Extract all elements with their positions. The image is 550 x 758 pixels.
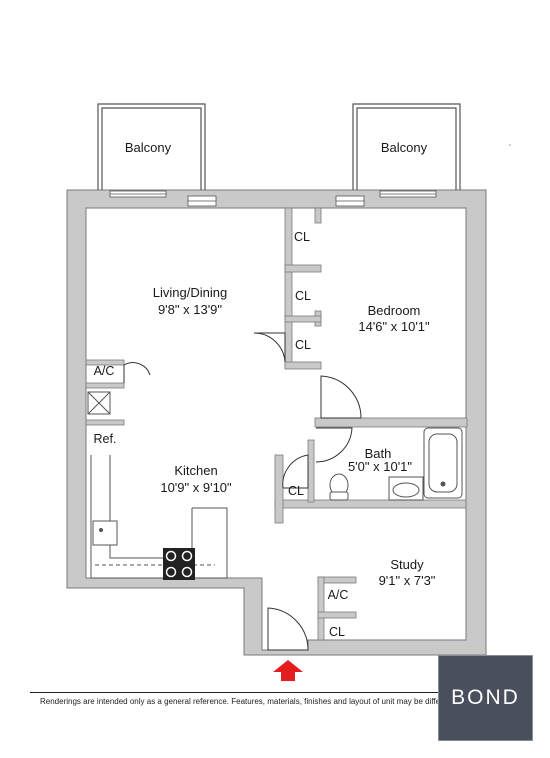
study-dims: 9'1" x 7'3" xyxy=(379,573,436,588)
vanity-sink-icon xyxy=(388,476,424,501)
disclaimer-text: Renderings are intended only as a genera… xyxy=(40,697,438,706)
bath-name: Bath xyxy=(365,446,392,461)
refrigerator-label: Ref. xyxy=(94,432,117,446)
entry-arrow-icon xyxy=(273,660,303,681)
dot-marker xyxy=(509,144,511,146)
kitchen-sink xyxy=(92,520,118,546)
living-room-name: Living/Dining xyxy=(153,285,227,300)
closet-label-1: CL xyxy=(294,230,310,244)
floor-plan: Balcony Balcony Living/Dining 9'8" x 13'… xyxy=(66,103,511,681)
balcony-left xyxy=(97,103,206,190)
windows xyxy=(109,190,437,207)
balcony-right xyxy=(352,103,461,190)
kitchen-name: Kitchen xyxy=(174,463,217,478)
ac-label-living: A/C xyxy=(94,364,115,378)
closet-label-study: CL xyxy=(329,625,345,639)
closet-label-bath: CL xyxy=(288,484,304,498)
study-name: Study xyxy=(390,557,424,572)
ac-label-study: A/C xyxy=(328,588,349,602)
balcony-left-label: Balcony xyxy=(125,140,172,155)
bond-logo[interactable]: BOND xyxy=(438,655,533,741)
stove-icon xyxy=(163,548,195,580)
logo-text: BOND xyxy=(451,686,520,709)
closet-label-2: CL xyxy=(295,289,311,303)
bedroom-name: Bedroom xyxy=(368,303,421,318)
kitchen-dims: 10'9" x 9'10" xyxy=(160,480,232,495)
sink-drain xyxy=(99,528,103,532)
interior-walls xyxy=(85,207,468,641)
toilet-icon xyxy=(329,473,349,501)
footer-divider xyxy=(30,692,516,693)
closet-label-3: CL xyxy=(295,338,311,352)
bedroom-dims: 14'6" x 10'1" xyxy=(358,319,430,334)
living-room-dims: 9'8" x 13'9" xyxy=(158,302,222,317)
duct-icon xyxy=(87,391,111,415)
doors xyxy=(123,332,362,651)
bathtub-icon xyxy=(423,427,463,499)
balcony-right-label: Balcony xyxy=(381,140,428,155)
bath-dims: 5'0" x 10'1" xyxy=(348,459,412,474)
